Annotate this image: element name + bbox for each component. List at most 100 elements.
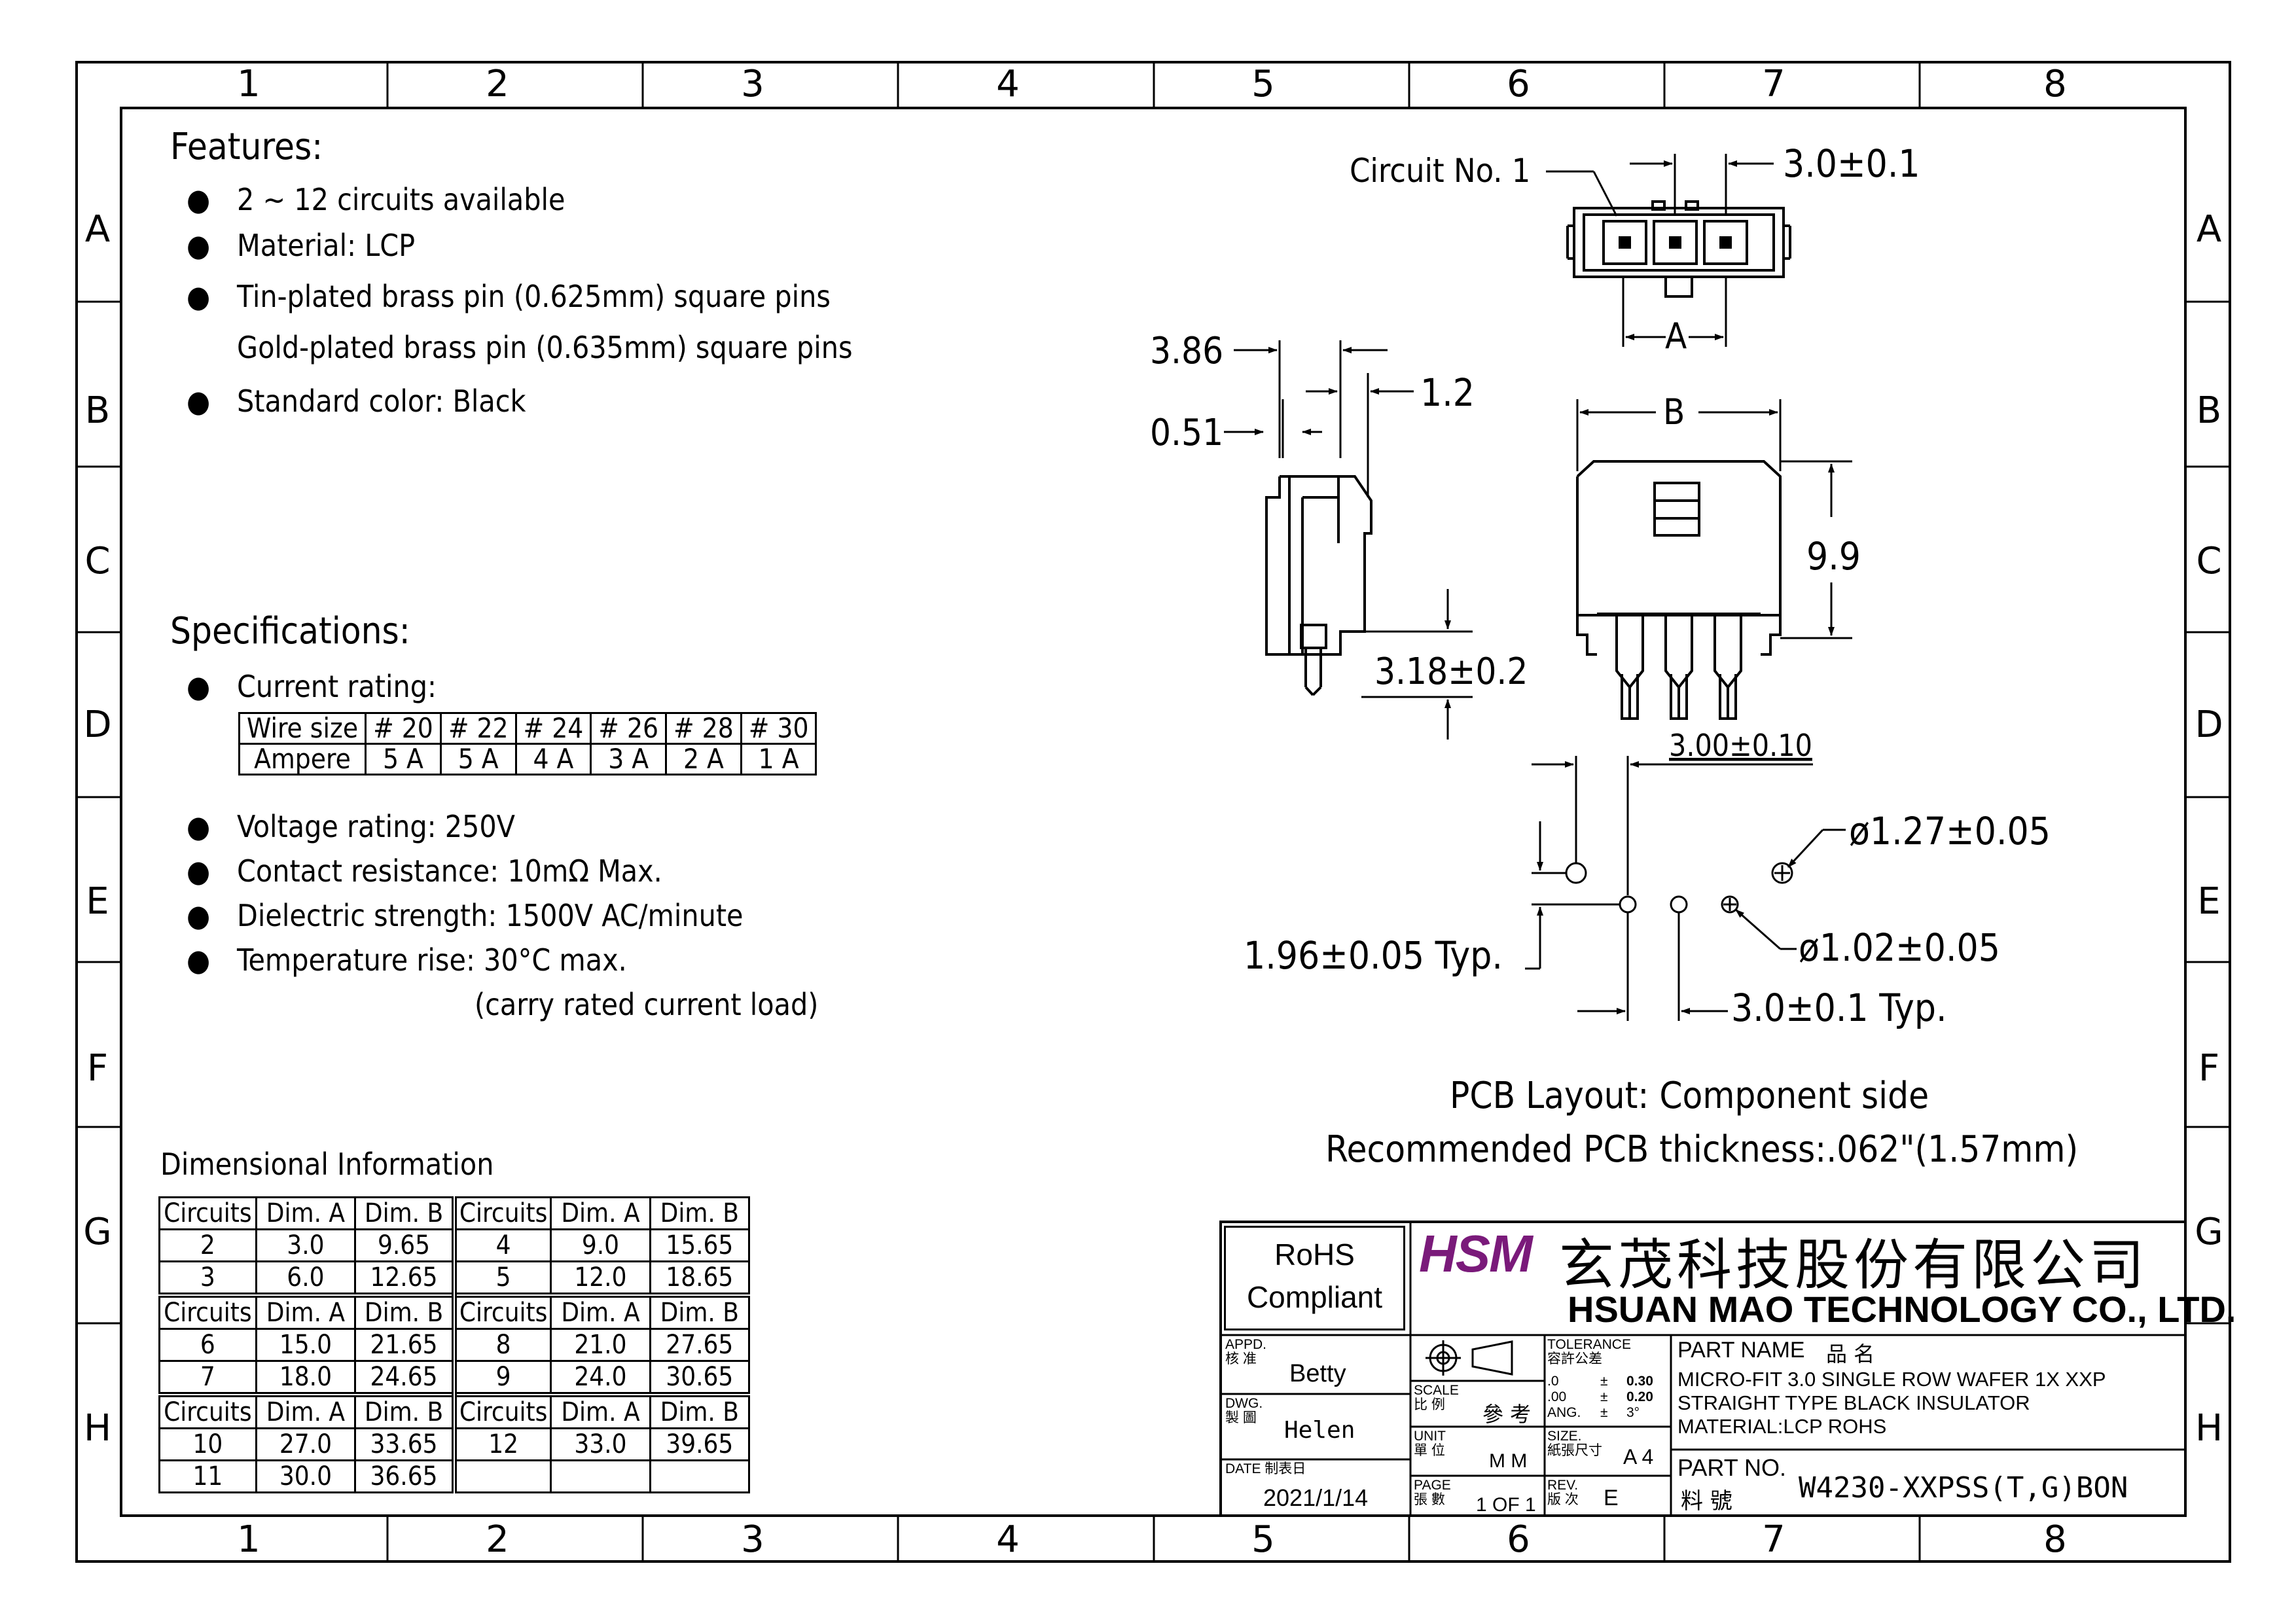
table-cell: 15.65 <box>649 1228 751 1262</box>
dimensional-heading: Dimensional Information <box>160 1147 494 1182</box>
table-cell: 5 A <box>439 743 517 776</box>
page-value: 1 OF 1 <box>1476 1494 1536 1516</box>
feature-item-2: Material: LCP <box>237 228 416 263</box>
column-header: Dim. B <box>354 1196 456 1230</box>
part-name-line-2: STRAIGHT TYPE BLACK INSULATOR <box>1677 1391 2030 1414</box>
table-row: Wire size # 20 # 22 # 24 # 26 # 28 # 30 <box>238 712 817 745</box>
spec-item-contact-resistance: Contact resistance: 10mΩ Max. <box>237 853 662 889</box>
table-cell: # 28 <box>665 712 742 745</box>
zone-row-e-right: E <box>2197 880 2221 923</box>
feature-item-3: Tin-plated brass pin (0.625mm) square pi… <box>237 279 831 314</box>
part-name-line-3: MATERIAL:LCP ROHS <box>1677 1415 1887 1438</box>
top-view-dimensions <box>1546 154 1774 347</box>
hole-127-dimension: ø1.27±0.05 <box>1849 809 2051 853</box>
column-header: Dim. A <box>550 1294 651 1330</box>
page-label-cn: 張 數 <box>1414 1492 1445 1507</box>
column-header: Circuits <box>158 1196 257 1230</box>
table-cell: 9 <box>451 1360 552 1396</box>
dwg-label: DWG. <box>1225 1396 1263 1411</box>
bullet-icon: ● <box>187 383 211 419</box>
table-cell: 5 <box>451 1260 552 1296</box>
bullet-icon: ● <box>187 942 211 978</box>
zone-col-5-bottom: 5 <box>1251 1518 1275 1561</box>
part-name-label-cn: 品 名 <box>1826 1342 1875 1366</box>
table-cell: 33.65 <box>354 1427 456 1461</box>
column-header: Dim. B <box>354 1294 456 1330</box>
feature-item-3-continuation: Gold-plated brass pin (0.635mm) square p… <box>237 330 853 365</box>
zone-col-1-bottom: 1 <box>237 1518 260 1561</box>
dim-386: 3.86 <box>1150 330 1223 372</box>
table-cell: # 20 <box>365 712 442 745</box>
table-cell: 24.0 <box>550 1360 651 1396</box>
zone-col-6-bottom: 6 <box>1507 1518 1530 1561</box>
bullet-icon: ● <box>187 898 211 933</box>
part-no-label: PART NO. <box>1677 1454 1787 1481</box>
column-header: Circuits <box>451 1196 552 1230</box>
table-cell: 1 A <box>740 743 817 776</box>
dim-196-typ: 1.96±0.05 Typ. <box>1244 933 1503 978</box>
table-cell: 30.0 <box>255 1459 357 1493</box>
unit-label-cn: 單 位 <box>1414 1443 1445 1458</box>
column-header: Circuits <box>451 1393 552 1429</box>
spec-item-dielectric: Dielectric strength: 1500V AC/minute <box>237 898 744 933</box>
table-cell: 24.65 <box>354 1360 456 1396</box>
table-cell: 9.0 <box>550 1228 651 1262</box>
table-cell: 36.65 <box>354 1459 456 1493</box>
zone-row-f: F <box>86 1047 109 1090</box>
tolerance-row-2-value: 0.20 <box>1626 1389 1653 1404</box>
zone-col-3-bottom: 3 <box>741 1518 764 1561</box>
column-header: Circuits <box>158 1294 257 1330</box>
column-header: Dim. A <box>550 1196 651 1230</box>
rev-value: E <box>1604 1486 1619 1510</box>
zone-row-a: A <box>84 208 111 251</box>
tolerance-row-1-sign: ± <box>1600 1374 1608 1389</box>
zone-row-c-right: C <box>2196 540 2222 582</box>
bullet-icon: ● <box>187 809 211 844</box>
zone-col-2: 2 <box>486 63 509 105</box>
dim-b-label: B <box>1663 391 1685 433</box>
unit-label: UNIT <box>1414 1429 1446 1444</box>
unit-value: M M <box>1489 1450 1528 1472</box>
pcb-layout <box>1525 756 1846 1021</box>
features-heading: Features: <box>170 126 323 168</box>
table-row: Ampere 5 A 5 A 4 A 3 A 2 A 1 A <box>238 743 817 776</box>
table-cell: 30.65 <box>649 1360 751 1396</box>
bullet-icon: ● <box>187 279 211 314</box>
pcb-layout-title: PCB Layout: Component side <box>1450 1075 1929 1117</box>
tolerance-row-1-label: .0 <box>1547 1374 1559 1389</box>
size-label: SIZE. <box>1547 1429 1582 1444</box>
table-cell: Wire size <box>238 712 367 745</box>
bullet-icon: ● <box>187 182 211 217</box>
table-cell: 15.0 <box>255 1328 357 1362</box>
table-cell: 5 A <box>365 743 442 776</box>
column-header: Dim. A <box>255 1393 357 1429</box>
hole-102-dimension: ø1.02±0.05 <box>1799 925 2000 970</box>
column-header: Dim. B <box>649 1294 751 1330</box>
dim-12: 1.2 <box>1420 370 1475 415</box>
table-cell: 11 <box>158 1459 257 1493</box>
table-cell: 4 <box>451 1228 552 1262</box>
table-cell: 2 <box>158 1228 257 1262</box>
dim-051: 0.51 <box>1150 412 1223 454</box>
dim-a-label: A <box>1665 315 1687 357</box>
appd-label-cn: 核 准 <box>1225 1351 1257 1366</box>
spec-temperature-note: (carry rated current load) <box>475 987 819 1022</box>
table-cell: 3.0 <box>255 1228 357 1262</box>
table-cell: 2 A <box>665 743 742 776</box>
table-cell: 21.65 <box>354 1328 456 1362</box>
appd-name: Betty <box>1289 1360 1346 1387</box>
table-cell: 21.0 <box>550 1328 651 1362</box>
zone-row-b: B <box>84 389 111 432</box>
column-header: Circuits <box>158 1393 257 1429</box>
zone-row-a-right: A <box>2196 208 2222 251</box>
scale-value: 參 考 <box>1482 1402 1532 1427</box>
